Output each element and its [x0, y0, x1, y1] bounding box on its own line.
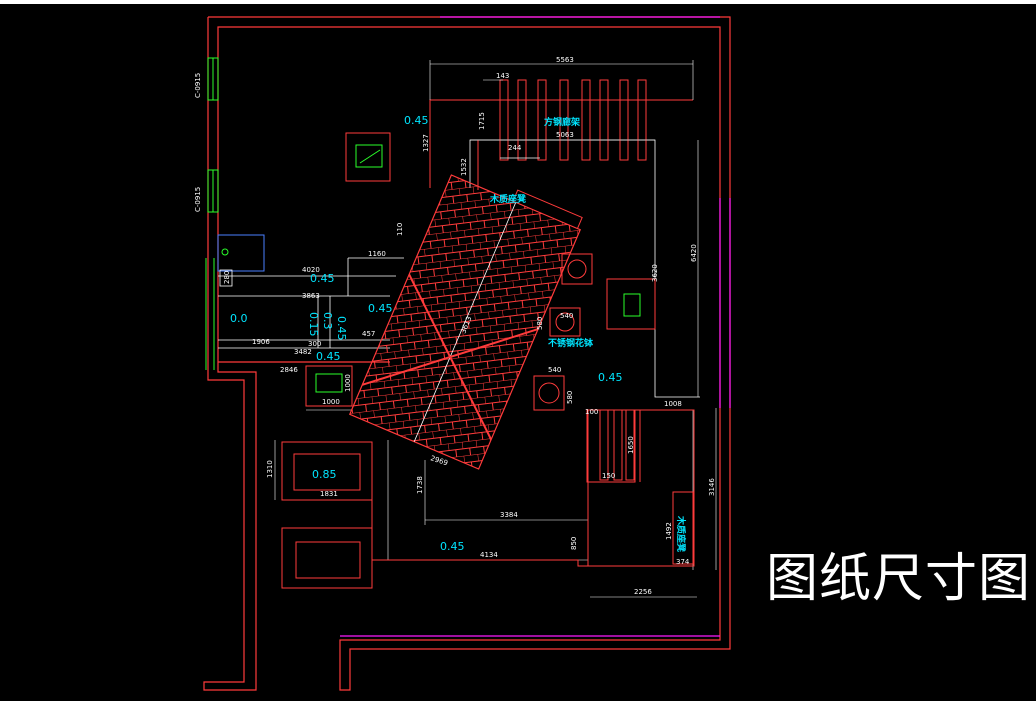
dim-1650: 1650 [627, 436, 635, 454]
elevation-label-vertical: 0.15 [307, 312, 320, 337]
dim-1327: 1327 [422, 134, 430, 152]
dim-5063: 5063 [556, 131, 574, 139]
planter-left [345, 132, 391, 182]
dim-3146: 3146 [708, 478, 716, 496]
dim-1310: 1310 [266, 460, 274, 478]
stainless-pot-1 [561, 253, 593, 285]
dim-110: 110 [396, 223, 404, 236]
dim-1906: 1906 [252, 338, 270, 346]
elevation-label: 0.45 [598, 371, 623, 384]
magenta-lines [340, 16, 731, 637]
dim-2846: 2846 [280, 366, 298, 374]
bench-label: 木质座凳 [675, 515, 687, 553]
window-label-2: C-0915 [194, 187, 202, 212]
dim-1492: 1492 [665, 522, 673, 540]
dim-1000a: 1000 [344, 374, 352, 392]
dim-150: 150 [602, 472, 615, 480]
elevation-label: 0.45 [368, 302, 393, 315]
stainless-pot-2 [549, 307, 581, 337]
window-left-1 [207, 57, 219, 101]
dim-457: 457 [362, 330, 375, 338]
dim-244: 244 [508, 144, 522, 152]
outer-walls [203, 16, 731, 691]
deck [348, 174, 583, 470]
planter-label: 不锈钢花钵 [548, 337, 594, 349]
dim-1831: 1831 [320, 490, 338, 498]
dim-300: 300 [308, 340, 321, 348]
dim-850: 850 [570, 537, 578, 550]
window-left-2 [207, 169, 219, 213]
dim-280: 280 [223, 271, 231, 284]
drawing-title: 图纸尺寸图 [766, 549, 1032, 609]
dim-374: 374 [676, 558, 690, 566]
counter [217, 234, 265, 272]
dim-1160: 1160 [368, 250, 386, 258]
elevation-label-vertical: 0.45 [335, 316, 348, 341]
elevation-label: 0.0 [230, 312, 248, 325]
dim-1008: 1008 [664, 400, 682, 408]
planter-right [606, 278, 656, 330]
dim-580b: 580 [566, 391, 574, 404]
dim-6420: 6420 [690, 244, 698, 262]
dim-4020: 4020 [302, 266, 320, 274]
stainless-pot-3 [533, 375, 565, 411]
pergola-label: 方钢廊架 [544, 116, 580, 128]
window-label-1: C-0915 [194, 73, 202, 98]
dim-540a: 540 [560, 312, 573, 320]
dim-2969: 2969 [429, 454, 448, 467]
platform-lines [218, 257, 404, 349]
dim-4134: 4134 [480, 551, 498, 559]
planter-lower-2 [281, 527, 373, 589]
dim-3384: 3384 [500, 511, 518, 519]
deck-label: 木质座凳 [489, 193, 527, 205]
lower-right-area [371, 409, 695, 567]
dim-1738: 1738 [416, 476, 424, 494]
dim-3482: 3482 [294, 348, 312, 356]
dim-3620: 3620 [651, 264, 659, 282]
dim-1532: 1532 [460, 158, 468, 176]
elevation-label: 0.45 [310, 272, 335, 285]
dim-5563: 5563 [556, 56, 574, 64]
dim-540b: 540 [548, 366, 561, 374]
dim-1715: 1715 [478, 112, 486, 130]
elevation-label: 0.85 [312, 468, 337, 481]
dim-143: 143 [496, 72, 509, 80]
left-door [205, 258, 215, 370]
dim-2256: 2256 [634, 588, 652, 596]
dim-580: 580 [536, 317, 544, 330]
elevation-label: 0.45 [316, 350, 341, 363]
planter-mid [305, 365, 353, 407]
elevation-label: 0.45 [440, 540, 465, 553]
dim-1000b: 1000 [322, 398, 340, 406]
dim-100: 100 [585, 408, 598, 416]
dim-3863: 3863 [302, 292, 320, 300]
elevation-label-vertical: 0.3 [321, 312, 334, 330]
top-border [0, 0, 1036, 4]
elevation-label: 0.45 [404, 114, 429, 127]
